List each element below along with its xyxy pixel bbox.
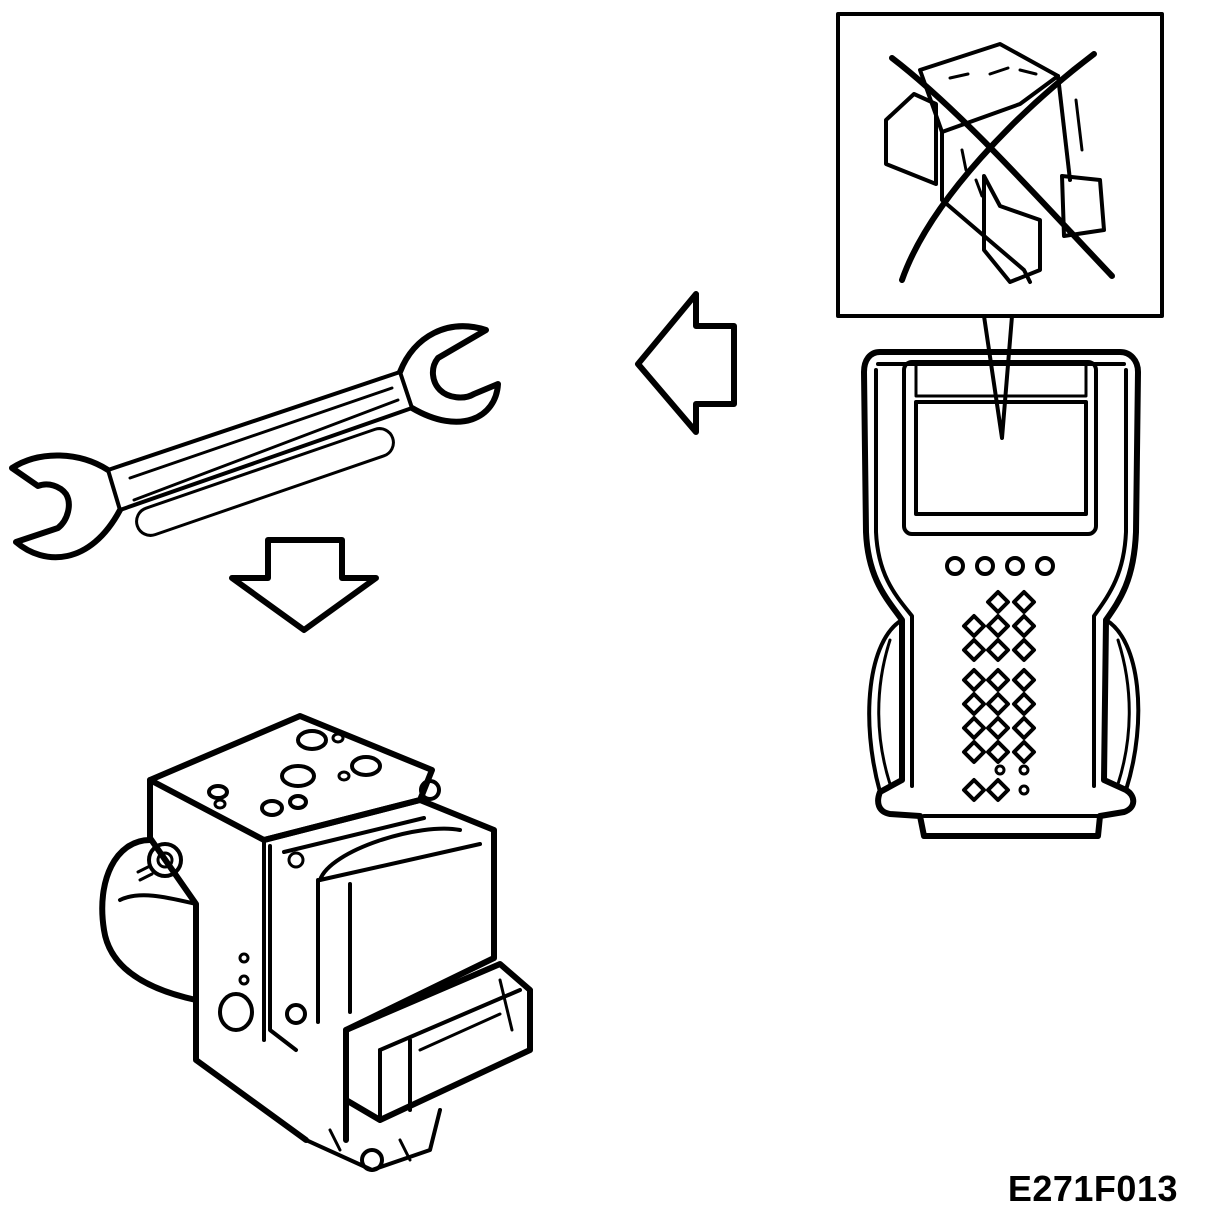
wrench-icon (9, 323, 501, 561)
prohibited-cross-icon (889, 51, 1115, 283)
abs-module-small-icon (884, 42, 1106, 284)
arrow-down-icon (229, 537, 379, 633)
scan-tool-icon (861, 349, 1141, 839)
abs-hydraulic-module-icon (99, 713, 533, 1172)
figure-code: E271F013 (1007, 1168, 1178, 1209)
keypad (962, 590, 1036, 802)
arrow-left-icon (635, 291, 737, 435)
prohibited-box (836, 12, 1164, 440)
